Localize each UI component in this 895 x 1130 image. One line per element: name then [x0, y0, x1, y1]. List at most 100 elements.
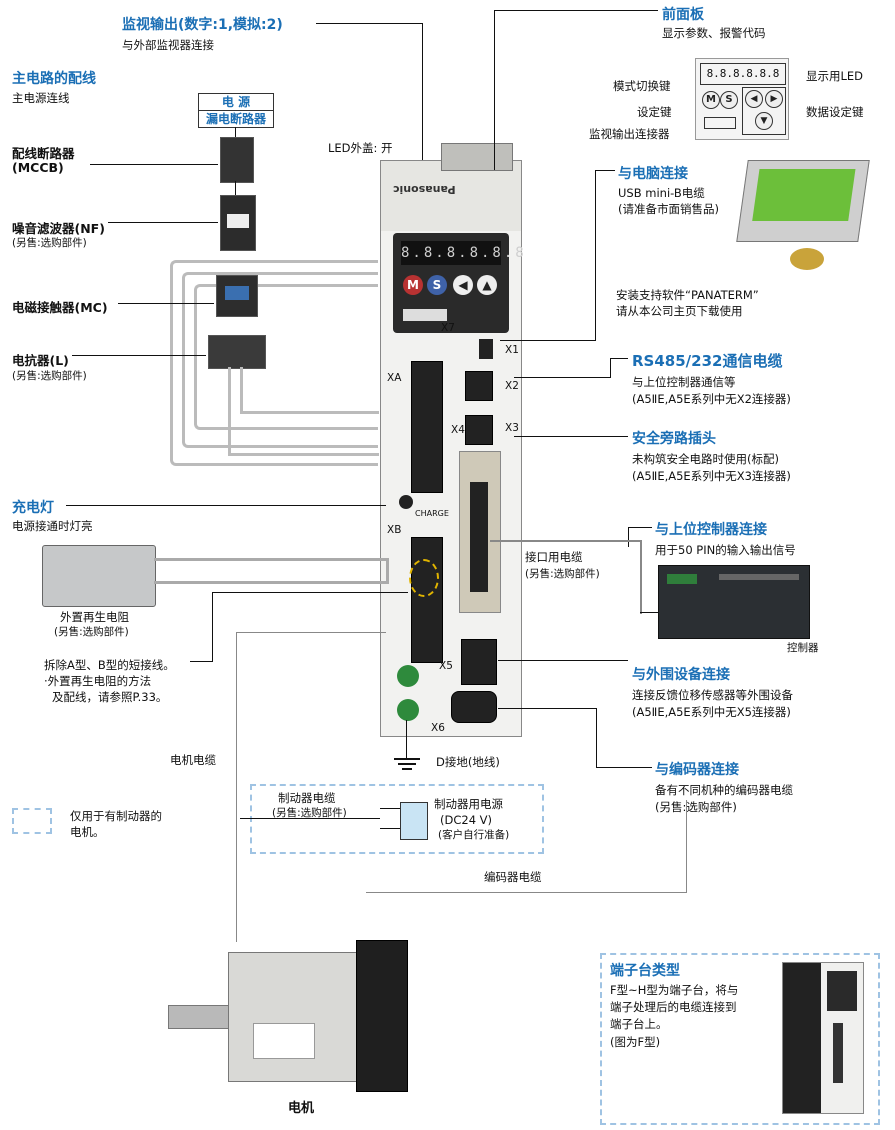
contactor-device	[216, 275, 258, 317]
x3-label: X3	[505, 422, 519, 434]
rs485-leader-h2	[514, 377, 611, 378]
ground-symbol-2	[398, 763, 416, 765]
terminal-section	[600, 953, 880, 1125]
main-power-wire-outer	[170, 260, 378, 466]
encoder-cable-label: 编码器电缆	[484, 870, 542, 884]
host-conn-sub: 用于50 PIN的输入输出信号	[655, 543, 796, 557]
x7-label: X7	[441, 322, 455, 334]
ground-label: D接地(地线)	[436, 755, 500, 769]
regen-resistor-wire	[154, 558, 389, 584]
terminal-line4: (图为F型)	[610, 1035, 661, 1049]
detail-left-key[interactable]: ◀	[745, 90, 763, 108]
periph-leader	[498, 660, 628, 661]
nf-leader	[108, 222, 218, 223]
x4-connector[interactable]	[459, 451, 501, 613]
encoder-cable-v	[686, 800, 687, 892]
x2-port[interactable]	[465, 371, 493, 401]
x3-port[interactable]	[465, 415, 493, 445]
encoder-title: 与编码器连接	[655, 762, 739, 778]
brake-cable-sublabel: (另售:选购部件)	[272, 807, 347, 819]
front-panel-detail: 8.8.8.8.8.8 M S ◀ ▶ ▼	[695, 58, 789, 140]
mode-key[interactable]: M	[403, 275, 423, 295]
servo-driver: Panasonic 8.8.8.8.8.8 M S ◀ ▲ X7 X1 X2 X…	[380, 143, 524, 737]
periph-title: 与外围设备连接	[632, 667, 730, 683]
front-panel-leader-h	[494, 10, 658, 11]
detail-up-key[interactable]: ▶	[765, 90, 783, 108]
detail-led: 8.8.8.8.8.8	[700, 63, 786, 85]
encoder-leader-h2	[596, 767, 652, 768]
nf-sublabel: (另售:选购部件)	[12, 237, 87, 249]
left-arrow-key[interactable]: ◀	[453, 275, 473, 295]
detail-down-key[interactable]: ▼	[755, 112, 773, 130]
terminal-title: 端子台类型	[610, 963, 680, 979]
motor-encoder-housing	[356, 940, 408, 1092]
short-wire-marker	[409, 559, 439, 597]
brake-cable-wire-1	[380, 808, 400, 809]
up-arrow-key[interactable]: ▲	[477, 275, 497, 295]
detail-monitor-connector	[704, 117, 736, 129]
brake-power-label1: 制动器用电源	[434, 797, 503, 811]
brake-legend-line1: 仅用于有制动器的	[70, 809, 162, 823]
reactor-wire-1	[228, 367, 379, 456]
main-power-wire-mid	[182, 272, 378, 448]
xa-connector[interactable]	[411, 361, 443, 493]
brake-power-supply	[400, 802, 428, 840]
motor-cable-wire-top	[236, 632, 386, 633]
ground-symbol-1	[394, 758, 420, 760]
if-cable-to-controller	[640, 612, 658, 613]
xa-label: XA	[387, 372, 402, 384]
regen-resistor-label: 外置再生电阻	[60, 610, 129, 624]
rs485-title: RS485/232通信电缆	[632, 352, 783, 370]
reactor-sublabel: (另售:选购部件)	[12, 370, 87, 382]
brake-legend-line2: 电机。	[70, 825, 105, 839]
regen-resistor-sublabel: (另售:选购部件)	[54, 626, 129, 638]
motor-cable-label: 电机电缆	[170, 753, 216, 767]
encoder-leader-v	[596, 708, 597, 768]
motor-shaft	[168, 1005, 230, 1029]
motor-warning-label	[253, 1023, 315, 1059]
front-panel-leader-v	[494, 10, 495, 170]
reactor-wire-2	[240, 367, 379, 414]
safety-sub2: (A5ⅡE,A5E系列中无X3连接器)	[632, 469, 791, 483]
xb-connector[interactable]	[411, 537, 443, 663]
monitor-output-connector	[403, 309, 447, 321]
ground-symbol-3	[402, 768, 412, 770]
brake-legend-swatch	[12, 808, 52, 834]
x2-label: X2	[505, 380, 519, 392]
terminal-line1: F型~H型为端子台，将与	[610, 983, 739, 997]
x5-port[interactable]	[461, 639, 497, 685]
controller-image	[658, 565, 810, 639]
brake-cable-wire-2	[380, 828, 400, 829]
ground-screw-2	[397, 699, 419, 721]
safety-title: 安全旁路插头	[632, 431, 716, 447]
if-cable-wire	[490, 540, 642, 614]
rs485-leader-v	[610, 358, 611, 378]
brake-cable-label: 制动器电缆	[278, 791, 336, 805]
front-panel: 8.8.8.8.8.8 M S ◀ ▲	[393, 233, 524, 333]
detail-set-key[interactable]: S	[720, 91, 738, 109]
cd-disc-image	[790, 248, 824, 270]
terminal-line2: 端子处理后的电缆连接到	[610, 1000, 737, 1014]
encoder-cable-h	[366, 892, 687, 893]
brake-section	[250, 784, 544, 854]
pc-connection-sub1: USB mini-B电缆	[618, 186, 705, 200]
x1-usb-port[interactable]	[479, 339, 493, 359]
charge-lamp-sub: 电源接通时灯亮	[12, 519, 93, 533]
remove-short-leader-v	[212, 592, 213, 662]
pc-leader-x1	[500, 340, 596, 341]
charge-tag: CHARGE	[415, 509, 449, 518]
charge-lamp	[399, 495, 413, 509]
terminal-line3: 端子台上。	[610, 1017, 668, 1031]
laptop-screen	[752, 169, 856, 221]
detail-mode-key[interactable]: M	[702, 91, 720, 109]
set-key[interactable]: S	[427, 275, 447, 295]
brake-power-label3: (客户自行准备)	[438, 829, 510, 841]
data-key-label: 数据设定键	[806, 105, 864, 119]
monitor-connector-label: 监视输出连接器	[589, 127, 670, 141]
mc-leader	[118, 303, 214, 304]
x6-port[interactable]	[451, 691, 497, 723]
if-cable-label: 接口用电缆	[525, 550, 583, 564]
mccb-leader	[90, 164, 218, 165]
main-wiring-subtitle: 主电源连线	[12, 91, 70, 105]
noise-filter-device	[220, 195, 256, 251]
